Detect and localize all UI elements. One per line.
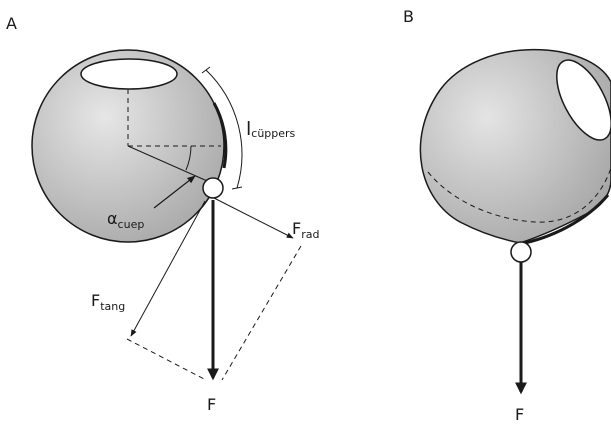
radius-line xyxy=(127,145,215,185)
f-label-a: F xyxy=(207,395,216,414)
bracket-tick-bottom xyxy=(231,186,243,190)
f-rad-arrow xyxy=(213,197,294,239)
f-tang-label: Ftang xyxy=(91,291,125,313)
f-rad-label: Frad xyxy=(292,219,319,241)
contact-arc xyxy=(212,102,228,169)
f-tang-arrow xyxy=(130,200,206,337)
panel-b-label: B xyxy=(403,7,414,26)
opening-ellipse-a xyxy=(80,58,178,90)
opening-ellipse-b xyxy=(556,59,611,141)
contact-point-b xyxy=(510,241,532,263)
contact-line-b xyxy=(519,194,610,246)
alpha-pointer-arrow xyxy=(153,175,196,209)
original-contour-dashed xyxy=(427,167,611,223)
arc-length-bracket xyxy=(205,69,243,189)
panel-b: B F xyxy=(403,7,611,424)
parallelogram-right-dashed xyxy=(221,245,302,381)
contact-point-a xyxy=(202,177,224,199)
arc-length-label: lcüppers xyxy=(246,118,296,140)
bracket-tick-top xyxy=(201,66,211,74)
panel-a: A αcuep lcüppers Frad Ftang F xyxy=(6,14,319,414)
panel-a-label: A xyxy=(6,14,17,33)
f-label-b: F xyxy=(515,405,524,424)
alpha-label: αcuep xyxy=(107,209,144,231)
angle-arc xyxy=(185,145,192,171)
parallelogram-left-dashed xyxy=(126,338,207,381)
